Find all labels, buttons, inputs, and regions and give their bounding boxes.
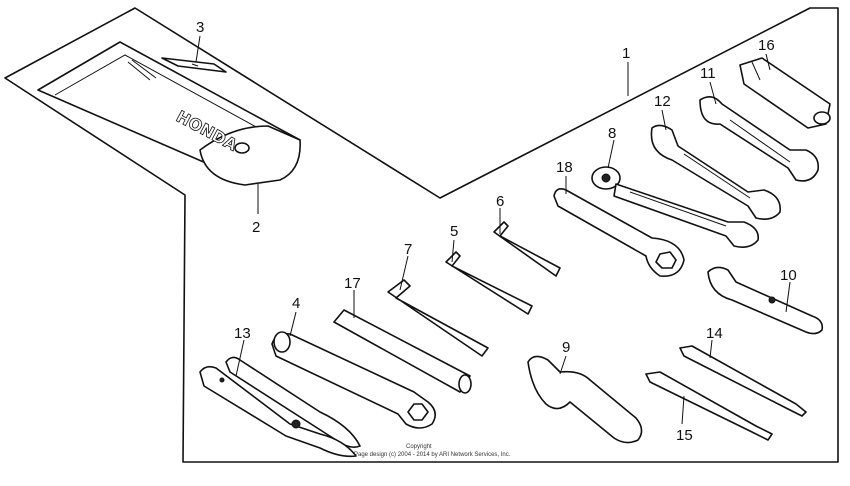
pin-spanner-9 (527, 355, 643, 444)
handle-bar-17 (333, 309, 472, 394)
copyright-line-2: Page design (c) 2004 - 2014 by ARI Netwo… (354, 452, 511, 458)
callout-14: 14 (706, 325, 723, 342)
callout-5: 5 (450, 223, 458, 240)
callout-15: 15 (676, 427, 693, 444)
wrench-8 (591, 166, 760, 248)
hex-key-7 (387, 279, 489, 357)
callout-9: 9 (562, 339, 570, 356)
wrench-18 (553, 188, 685, 277)
copyright-line-1: Copyright (406, 444, 432, 450)
tool-bag: HONDA (37, 41, 301, 186)
callout-7: 7 (404, 241, 412, 258)
callout-6: 6 (496, 193, 504, 210)
screwdriver-14 (679, 345, 807, 417)
callout-1: 1 (622, 45, 630, 62)
wrench-10 (707, 266, 824, 335)
assembly-boundary (4, 7, 839, 463)
callout-18: 18 (556, 159, 573, 176)
callout-13: 13 (234, 325, 251, 342)
wrench-11 (699, 96, 820, 182)
socket-wrench-4 (271, 331, 436, 429)
callout-3: 3 (196, 19, 204, 36)
callout-11: 11 (700, 65, 716, 82)
wrench-12 (650, 124, 781, 220)
callout-4: 4 (292, 295, 300, 312)
callout-2: 2 (252, 219, 260, 236)
callout-16: 16 (758, 37, 775, 54)
leader-lines (195, 35, 791, 425)
callout-17: 17 (344, 275, 361, 292)
tool-card (161, 57, 227, 73)
callout-10: 10 (780, 267, 797, 284)
pliers-13 (199, 356, 361, 458)
handle-tool-16 (739, 57, 831, 129)
callout-12: 12 (654, 93, 671, 110)
hex-key-5 (445, 251, 533, 315)
callout-8: 8 (608, 125, 616, 142)
hex-key-6 (493, 221, 561, 277)
callouts: 1 2 3 4 5 6 7 8 9 10 11 12 13 14 15 16 1… (196, 19, 797, 444)
copyright-notice: Copyright Page design (c) 2004 - 2014 by… (354, 444, 511, 458)
screwdriver-15 (645, 371, 773, 441)
